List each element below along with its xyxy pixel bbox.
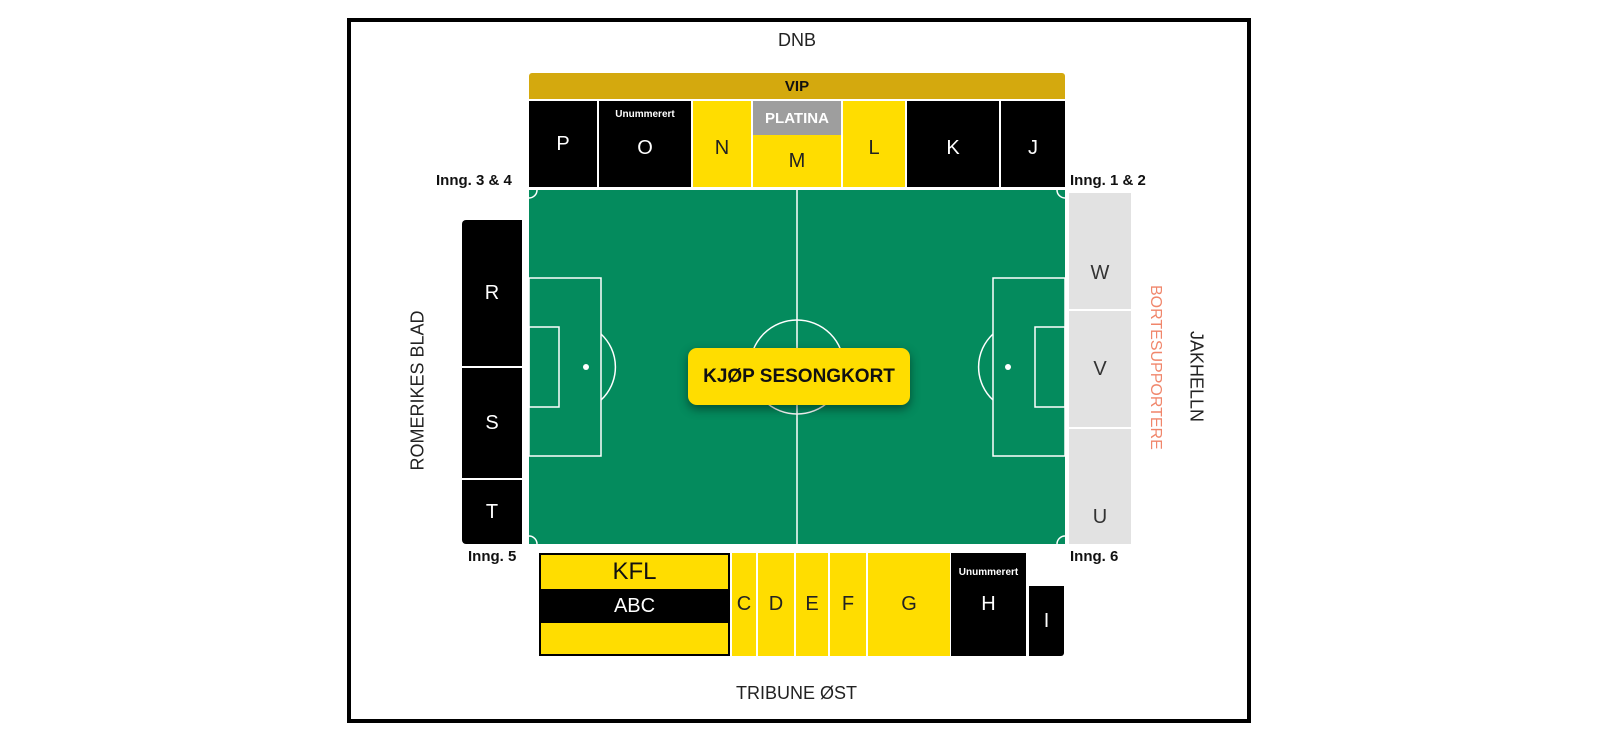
section-h[interactable]: Unummerert H [951, 553, 1026, 656]
section-v[interactable]: V [1069, 311, 1131, 427]
section-w[interactable]: W [1069, 193, 1131, 309]
left-penalty-box [529, 277, 602, 457]
section-o[interactable]: Unummerert O [599, 101, 691, 187]
left-penalty-spot [583, 364, 589, 370]
section-vip[interactable]: VIP [529, 73, 1065, 99]
right-penalty-spot [1005, 364, 1011, 370]
corner-arc-tl [529, 190, 538, 199]
section-p-label: P [556, 132, 570, 155]
stand-label-south: TRIBUNE ØST [736, 683, 858, 703]
section-r[interactable]: R [462, 220, 522, 366]
section-f-label: F [841, 593, 855, 615]
section-g[interactable]: G [868, 553, 950, 656]
section-s-label: S [485, 411, 499, 434]
section-kfl-label: KFL [612, 558, 657, 585]
section-l[interactable]: L [843, 101, 905, 187]
corner-arc-tr [1056, 190, 1065, 199]
corner-arc-bl [529, 535, 538, 544]
section-g-label: G [901, 593, 917, 615]
left-penalty-arc [600, 333, 617, 401]
section-n-label: N [714, 136, 730, 159]
gate-5-label: Inng. 5 [468, 548, 517, 565]
gate-3-4-label: Inng. 3 & 4 [436, 172, 512, 189]
section-s[interactable]: S [462, 368, 522, 478]
section-p[interactable]: P [529, 101, 597, 187]
stand-label-north: DNB [778, 30, 817, 50]
section-d-label: D [768, 593, 784, 615]
section-w-label: W [1090, 261, 1110, 284]
left-goal-box [529, 326, 560, 408]
section-u[interactable]: U [1069, 429, 1131, 544]
section-k-label: K [946, 136, 960, 159]
section-v-label: V [1093, 357, 1107, 380]
section-l-label: L [868, 136, 880, 159]
away-supporters-label: BORTESUPPORTERE [1147, 285, 1164, 450]
section-o-label: O [637, 136, 653, 159]
section-h-label: H [981, 593, 996, 615]
section-kfl-abc[interactable]: KFL ABC [539, 553, 730, 656]
section-platina[interactable]: PLATINA [753, 101, 841, 135]
right-goal-box [1034, 326, 1065, 408]
gate-6-label: Inng. 6 [1070, 548, 1119, 565]
section-h-unnumbered-label: Unummerert [958, 567, 1019, 578]
gate-1-2-label: Inng. 1 & 2 [1070, 172, 1146, 189]
section-k[interactable]: K [907, 101, 999, 187]
section-c-label: C [736, 593, 752, 615]
section-e-label: E [805, 593, 819, 615]
section-t[interactable]: T [462, 480, 522, 544]
stand-label-east: JAKHELLN [1186, 330, 1207, 423]
section-d[interactable]: D [758, 553, 794, 656]
section-e[interactable]: E [796, 553, 828, 656]
section-n[interactable]: N [693, 101, 751, 187]
section-o-unnumbered-label: Unummerert [615, 109, 675, 120]
section-i-label: I [1043, 609, 1050, 632]
corner-arc-br [1056, 535, 1065, 544]
section-abc[interactable]: ABC [541, 589, 728, 623]
stand-label-west: ROMERIKES BLAD [407, 310, 428, 471]
section-c[interactable]: C [732, 553, 756, 656]
section-t-label: T [485, 500, 499, 523]
section-f[interactable]: F [830, 553, 866, 656]
section-m-label: M [788, 149, 806, 172]
buy-season-ticket-button[interactable]: KJØP SESONGKORT [688, 348, 910, 405]
section-r-label: R [484, 281, 500, 304]
section-i[interactable]: I [1029, 586, 1064, 656]
section-j[interactable]: J [1001, 101, 1065, 187]
section-j-label: J [1028, 136, 1038, 159]
right-penalty-arc [977, 333, 994, 401]
section-u-label: U [1092, 506, 1108, 528]
right-penalty-box [992, 277, 1065, 457]
